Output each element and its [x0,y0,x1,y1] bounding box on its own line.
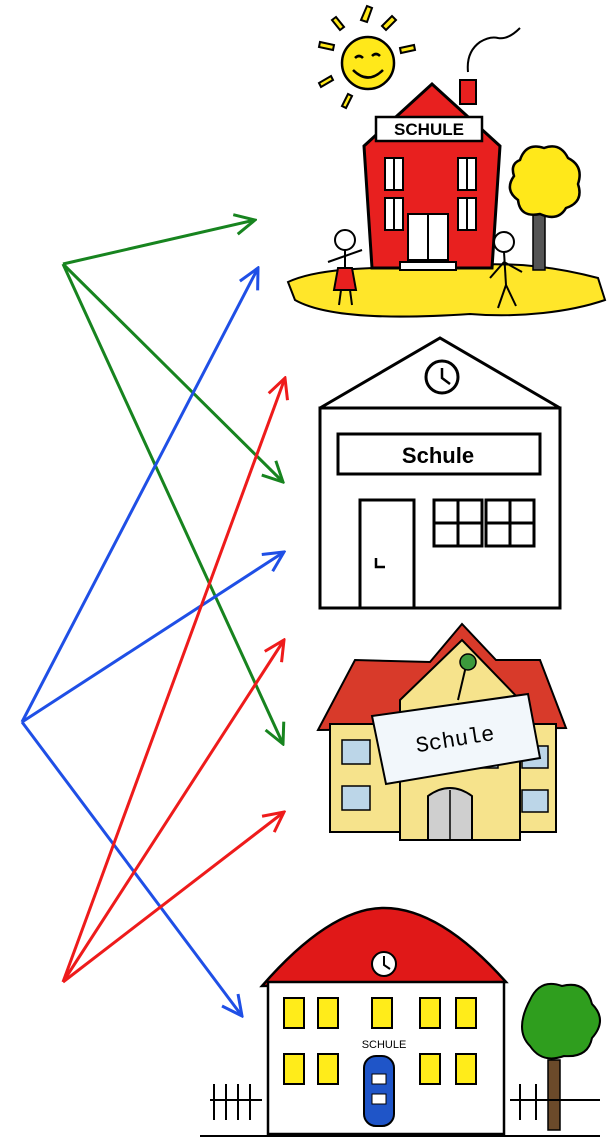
blue-arrow-to-cartoon-school [20,268,258,723]
watercolor-school-illustration: Schule [316,622,568,841]
fence [210,1084,600,1120]
school-sign-text: Schule [402,443,474,468]
sketch-school-roof [259,906,509,988]
blue-arrow-to-outline-school [21,552,284,724]
cartoon-school-illustration: SCHULE [286,4,607,318]
green-arrow-to-cartoon-school [62,220,255,266]
red-school-windows [384,157,477,231]
school-sign-board [336,432,542,476]
sketch-school-windows [283,997,477,1085]
red-arrows [61,378,285,984]
school-sign-board [374,115,484,143]
red-arrow-to-watercolor-school-lower [62,812,284,984]
pin-icon [459,653,477,671]
green-arrows [61,220,283,744]
chimney-smoke [466,27,521,73]
red-arrow-to-watercolor-school [61,640,284,983]
blue-arrow-to-sketch-school [20,721,242,1016]
outline-school-door [358,498,416,610]
girl-figure [327,229,363,306]
outline-school-illustration: Schule [318,336,562,610]
sun-icon [317,4,417,110]
green-arrow-to-watercolor-school [61,263,283,744]
red-school-door [399,213,457,271]
boy-figure [489,231,523,309]
sketch-school-door [363,1055,395,1127]
yellow-tree-icon [508,145,581,271]
school-sign-text: SCHULE [394,120,464,139]
blue-arrows [20,268,284,1016]
green-arrow-to-outline-school [61,262,283,482]
outline-school-windows [432,498,536,548]
school-sign-text: SCHULE [362,1039,407,1051]
red-arrow-to-outline-school [61,378,285,983]
chimney [459,79,477,105]
pinned-sign: Schule [370,653,542,786]
sketch-school-illustration: SCHULE [200,906,601,1137]
green-tree-icon [521,982,601,1131]
